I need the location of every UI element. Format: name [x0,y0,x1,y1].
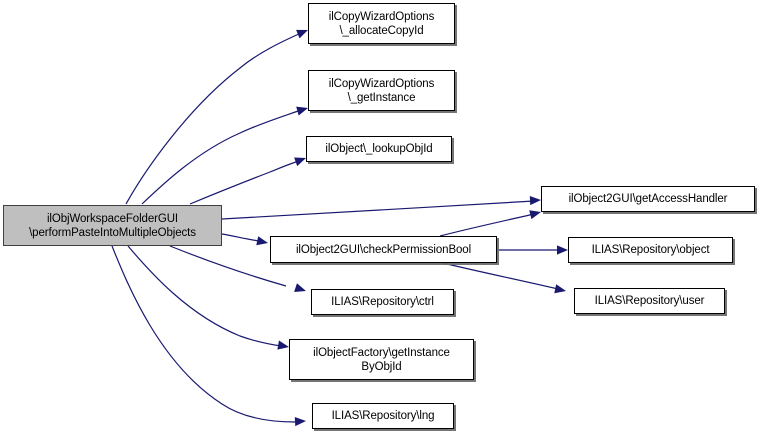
call-edge [189,160,300,205]
arrowhead-icon [256,236,268,246]
call-edge [442,262,559,290]
graph-node-repoLng[interactable]: ILIAS\Repository\lng [312,403,454,429]
call-edge [125,32,302,205]
graph-node-getAccessHandler[interactable]: ilObject2GUI\getAccessHandler [541,186,755,212]
graph-node-allocateCopyId[interactable]: ilCopyWizardOptions \_allocateCopyId [308,3,455,44]
arrowhead-icon [294,416,306,427]
arrowhead-icon [529,195,541,206]
graph-node-getInstanceByObjId[interactable]: ilObjectFactory\getInstance ByObjId [289,339,474,380]
call-edge [127,245,282,347]
call-edge [439,213,535,237]
graph-node-repoCtrl[interactable]: ILIAS\Repository\ctrl [311,289,454,315]
graph-node-repoObject[interactable]: ILIAS\Repository\object [568,237,733,263]
arrowhead-icon [294,283,306,292]
graph-node-root[interactable]: ilObjWorkspaceFolderGUI \performPasteInt… [3,205,222,246]
call-edge [141,109,302,205]
call-edge [221,200,535,220]
graph-node-checkPermissionBool[interactable]: ilObject2GUI\checkPermissionBool [270,236,497,263]
call-edge [169,245,287,287]
arrowhead-icon [557,245,568,255]
call-edge [221,233,260,242]
call-edge [111,245,296,423]
arrowhead-icon [277,340,289,350]
graph-node-lookupObjId[interactable]: ilObject\_lookupObjId [306,136,452,162]
graph-node-repoUser[interactable]: ILIAS\Repository\user [574,288,725,314]
arrowhead-icon [554,284,566,294]
graph-node-getInstance[interactable]: ilCopyWizardOptions \_getInstance [308,70,455,111]
